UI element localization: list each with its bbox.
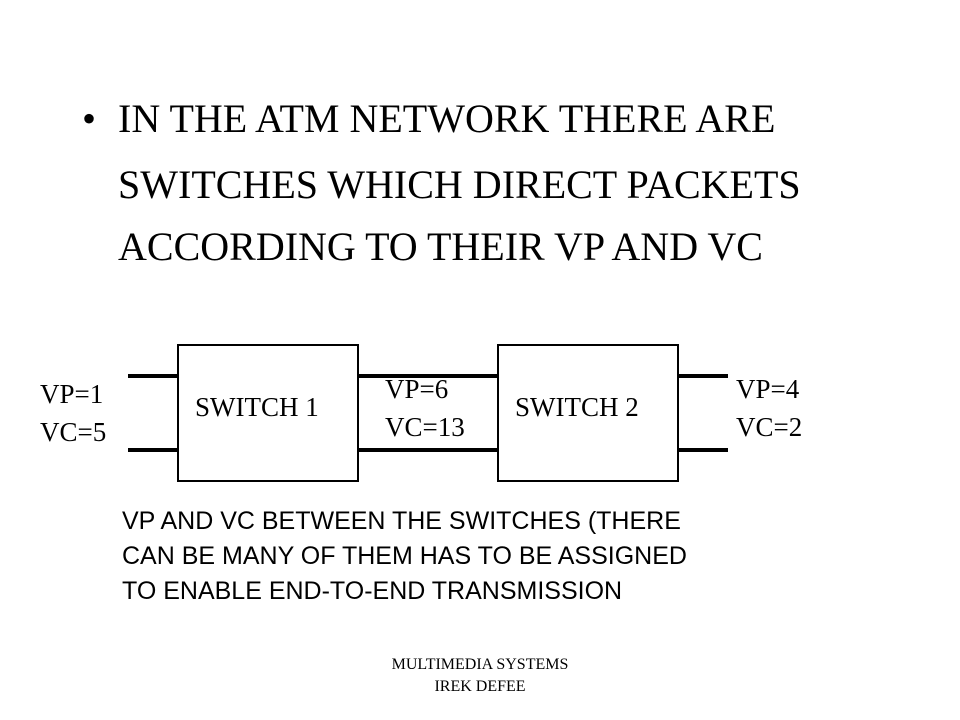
switch-2-label: SWITCH 2: [515, 392, 639, 422]
bullet-line-3: ACCORDING TO THEIR VP AND VC: [118, 224, 763, 269]
right-link-vc-label: VC=2: [736, 412, 803, 442]
bullet-line-2: SWITCHES WHICH DIRECT PACKETS: [118, 162, 801, 207]
switch-2-box: [497, 344, 679, 482]
right-link-vp-label: VP=4: [736, 374, 800, 404]
middle-link-vc-label: VC=13: [385, 412, 465, 442]
bullet-marker: •: [82, 96, 97, 141]
middle-link-vp-label: VP=6: [385, 374, 449, 404]
footer-course: MULTIMEDIA SYSTEMS: [391, 656, 569, 673]
footer-author: IREK DEFEE: [434, 678, 526, 695]
switch-1-box: [177, 344, 359, 482]
bullet-line-1: IN THE ATM NETWORK THERE ARE: [118, 96, 776, 141]
left-link-vp-label: VP=1: [40, 379, 104, 409]
note-line-1: VP AND VC BETWEEN THE SWITCHES (THERE: [122, 507, 681, 535]
note-line-2: CAN BE MANY OF THEM HAS TO BE ASSIGNED: [122, 542, 687, 570]
note-line-3: TO ENABLE END-TO-END TRANSMISSION: [122, 577, 623, 605]
switch-1-label: SWITCH 1: [195, 392, 319, 422]
left-link-vc-label: VC=5: [40, 417, 107, 447]
